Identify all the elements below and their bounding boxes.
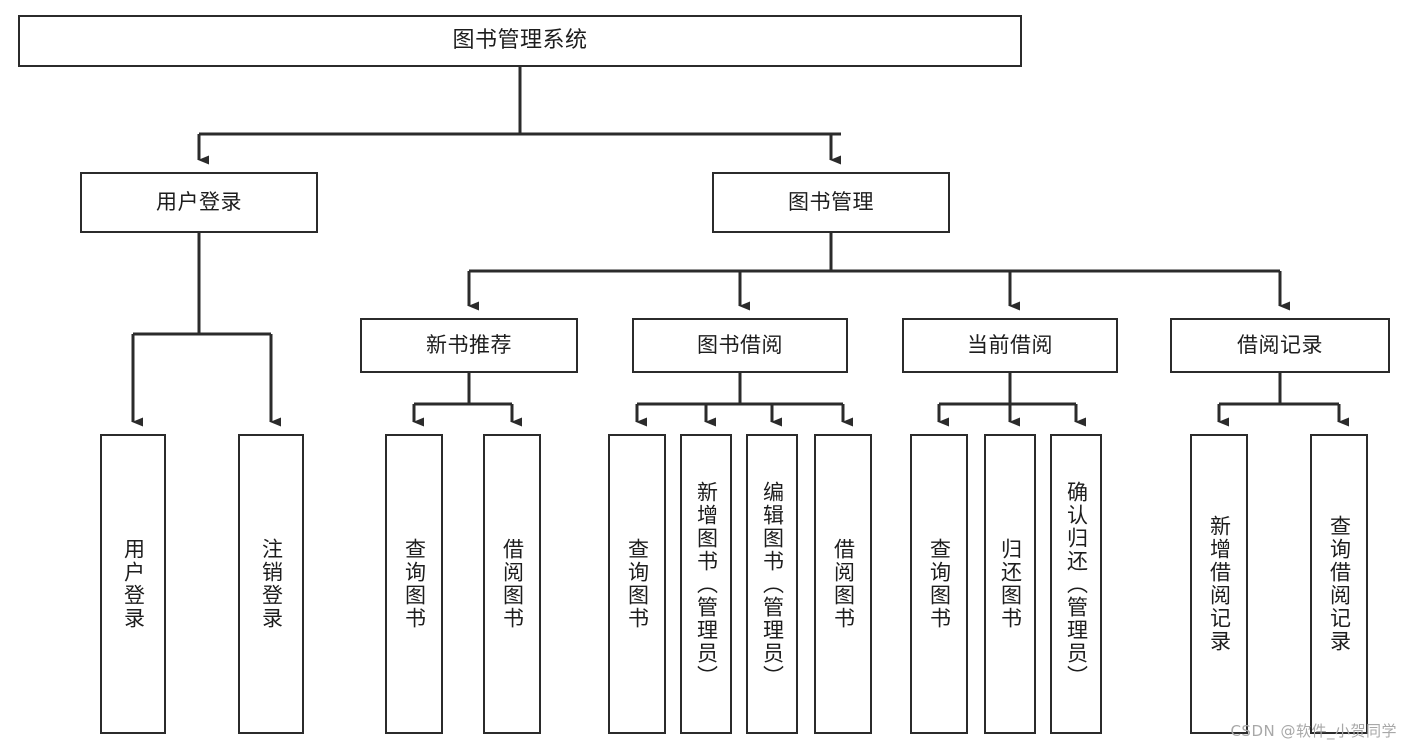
node-user-login[interactable]: 用户登录 — [80, 172, 318, 233]
leaf-user-login[interactable]: 用户登录 — [100, 434, 166, 734]
leaf-add-borrow-record[interactable]: 新增借阅记录 — [1190, 434, 1248, 734]
leaf-add-book-admin[interactable]: 新增图书（管理员） — [680, 434, 732, 734]
node-book-borrow[interactable]: 图书借阅 — [632, 318, 848, 373]
node-user-login-label: 用户登录 — [156, 190, 242, 215]
leaf-query-book-borrow[interactable]: 查询图书 — [608, 434, 666, 734]
leaf-edit-book-admin[interactable]: 编辑图书（管理员） — [746, 434, 798, 734]
node-root[interactable]: 图书管理系统 — [18, 15, 1022, 67]
leaf-edit-book-admin-label: 编辑图书（管理员） — [760, 480, 785, 688]
node-current-borrow-label: 当前借阅 — [967, 333, 1053, 358]
leaf-logout[interactable]: 注销登录 — [238, 434, 304, 734]
leaf-query-book-borrow-label: 查询图书 — [625, 538, 650, 630]
leaf-query-book-current-label: 查询图书 — [927, 538, 952, 630]
leaf-user-login-label: 用户登录 — [121, 538, 146, 630]
watermark-text: CSDN @软件_小贺同学 — [1230, 722, 1397, 740]
node-book-management-label: 图书管理 — [788, 190, 874, 215]
leaf-confirm-return-admin[interactable]: 确认归还（管理员） — [1050, 434, 1102, 734]
leaf-query-borrow-record-label: 查询借阅记录 — [1327, 515, 1352, 653]
leaf-borrow-book-label: 借阅图书 — [831, 538, 856, 630]
node-current-borrow[interactable]: 当前借阅 — [902, 318, 1118, 373]
node-new-book-recommend-label: 新书推荐 — [426, 333, 512, 358]
leaf-confirm-return-admin-label: 确认归还（管理员） — [1064, 480, 1089, 688]
leaf-borrow-book[interactable]: 借阅图书 — [814, 434, 872, 734]
node-new-book-recommend[interactable]: 新书推荐 — [360, 318, 578, 373]
node-book-management[interactable]: 图书管理 — [712, 172, 950, 233]
leaf-query-book-recommend-label: 查询图书 — [402, 538, 427, 630]
leaf-query-book-recommend[interactable]: 查询图书 — [385, 434, 443, 734]
node-book-borrow-label: 图书借阅 — [697, 333, 783, 358]
leaf-return-book[interactable]: 归还图书 — [984, 434, 1036, 734]
leaf-borrow-book-recommend-label: 借阅图书 — [500, 538, 525, 630]
leaf-add-book-admin-label: 新增图书（管理员） — [694, 480, 719, 688]
node-borrow-record-label: 借阅记录 — [1237, 333, 1323, 358]
leaf-query-book-current[interactable]: 查询图书 — [910, 434, 968, 734]
leaf-query-borrow-record[interactable]: 查询借阅记录 — [1310, 434, 1368, 734]
leaf-logout-label: 注销登录 — [259, 538, 284, 630]
node-borrow-record[interactable]: 借阅记录 — [1170, 318, 1390, 373]
leaf-return-book-label: 归还图书 — [998, 538, 1023, 630]
node-root-label: 图书管理系统 — [452, 28, 588, 54]
leaf-borrow-book-recommend[interactable]: 借阅图书 — [483, 434, 541, 734]
leaf-add-borrow-record-label: 新增借阅记录 — [1207, 515, 1232, 653]
